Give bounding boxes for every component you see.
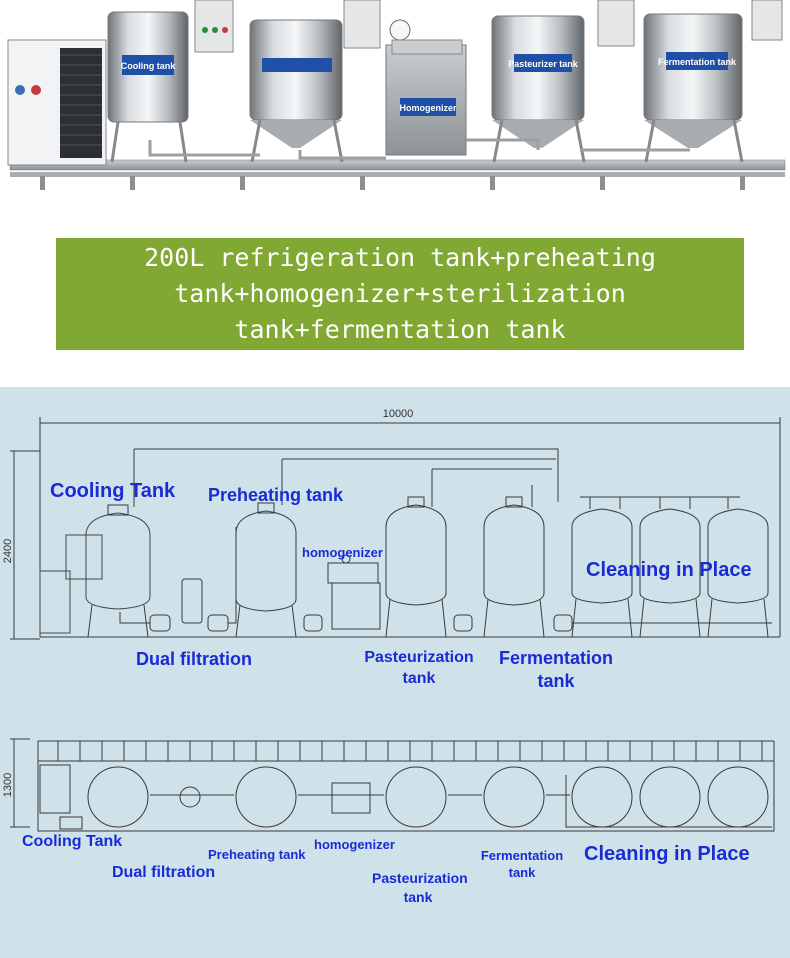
plan-label-pasteurization-tank: Pasteurization tank <box>372 870 468 905</box>
label-cooling-tank: Cooling Tank <box>50 480 176 502</box>
cooling-tank-photo: Cooling tank <box>107 0 234 163</box>
photo-label-cooling: Cooling tank <box>121 61 176 71</box>
condenser-unit <box>7 39 107 166</box>
label-homogenizer: homogenizer <box>302 545 383 560</box>
photo-label-fermentation: Fermentation tank <box>658 57 737 67</box>
spacer <box>0 350 790 387</box>
label-dual-filtration: Dual filtration <box>136 649 252 669</box>
equipment-photo: Cooling tank Homogenizer Pasteu <box>0 0 790 200</box>
plan-label-homogenizer: homogenizer <box>314 837 395 852</box>
fermentation-tank-photo: Fermentation tank <box>643 0 783 163</box>
plan-label-cooling-tank: Cooling Tank <box>22 833 123 850</box>
pasteurizer-tank-photo: Pasteurizer tank <box>491 0 635 163</box>
label-fermentation-tank: Fermentation tank <box>498 648 613 691</box>
photo-label-homogenizer: Homogenizer <box>399 103 457 113</box>
plan-label-preheating-tank: Preheating tank <box>208 847 306 862</box>
layout-diagram: 10000 2400 1300 Cooling Tank Preheating … <box>0 387 790 958</box>
photo-label-pasteurizer: Pasteurizer tank <box>508 59 579 69</box>
banner-line-3: tank+fermentation tank <box>234 315 566 344</box>
label-cleaning-in-place: Cleaning in Place <box>586 559 752 581</box>
width-dimension: 10000 <box>383 408 414 420</box>
title-banner: 200L refrigeration tank+preheating tank+… <box>56 238 744 350</box>
layout-drawing: 10000 2400 1300 <box>2 408 781 832</box>
homogenizer-photo: Homogenizer <box>385 19 467 156</box>
banner-line-1: 200L refrigeration tank+preheating <box>144 243 656 272</box>
label-pasteurization-tank: Pasteurization tank <box>364 649 474 687</box>
banner-line-2: tank+homogenizer+sterilization <box>174 279 626 308</box>
label-preheating-tank: Preheating tank <box>208 485 344 505</box>
plan-label-cleaning-in-place: Cleaning in Place <box>584 843 750 865</box>
plan-label-fermentation-tank: Fermentation tank <box>480 848 564 880</box>
plan-label-dual-filtration: Dual filtration <box>112 864 216 881</box>
plan-depth-dimension: 1300 <box>2 773 14 797</box>
equipment-photo-drawing: Cooling tank Homogenizer Pasteu <box>7 0 786 190</box>
preheating-tank-photo <box>249 0 381 163</box>
height-dimension: 2400 <box>2 539 14 563</box>
